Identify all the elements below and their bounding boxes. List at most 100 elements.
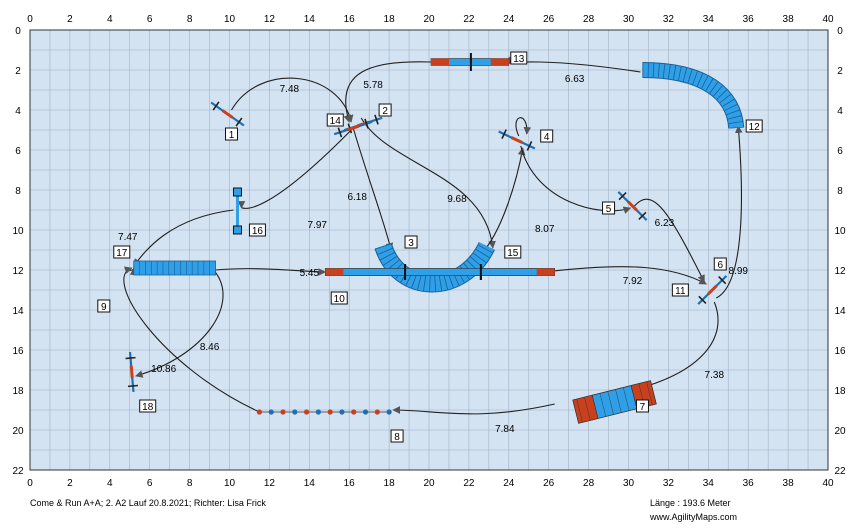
x-tick-label-top: 4	[107, 14, 113, 25]
obstacle-number-5: 5	[602, 201, 616, 215]
x-tick-label-top: 2	[67, 14, 73, 25]
number-text: 18	[142, 402, 154, 413]
y-tick-label-right: 2	[837, 66, 843, 77]
weave-obstacle-8	[256, 409, 392, 415]
aframe-slat	[584, 397, 591, 421]
number-text: 9	[101, 302, 107, 313]
y-tick-label-right: 8	[837, 186, 843, 197]
x-tick-label-bottom: 10	[224, 478, 236, 489]
x-tick-label-bottom: 38	[783, 478, 795, 489]
obstacle-number-11: 11	[671, 283, 689, 297]
path-segment	[343, 61, 432, 123]
weave-pole	[268, 409, 274, 415]
number-text: 16	[252, 226, 264, 237]
obstacle-number-7: 7	[635, 399, 649, 413]
obstacle-number-15: 15	[504, 245, 522, 259]
obstacle-number-17: 17	[113, 245, 131, 259]
x-tick-label-top: 38	[783, 14, 795, 25]
path-segment	[515, 117, 532, 137]
jump-wing	[127, 384, 139, 388]
x-tick-label-bottom: 34	[703, 478, 715, 489]
weave-pole	[327, 409, 333, 415]
jump-center	[221, 109, 234, 119]
tunnel-body	[375, 242, 495, 292]
distance-label: 6.18	[347, 192, 367, 203]
path-segment	[716, 125, 743, 299]
distance-label: 7.92	[623, 276, 643, 287]
obstacle-number-8: 8	[390, 429, 404, 443]
number-box	[602, 201, 616, 215]
weave-pole	[256, 409, 263, 415]
weave-pole	[303, 409, 310, 415]
aframe-slat	[630, 385, 638, 409]
y-tick-label-right: 18	[834, 386, 846, 397]
x-tick-label-top: 34	[703, 14, 715, 25]
y-tick-label-right: 12	[834, 266, 846, 277]
path-segment	[544, 266, 707, 285]
number-text: 14	[330, 116, 342, 127]
number-text: 8	[394, 432, 400, 443]
x-tick-label-top: 16	[344, 14, 356, 25]
jump-obstacle-5	[617, 191, 648, 221]
number-text: 3	[408, 238, 414, 249]
number-text: 17	[116, 248, 128, 259]
dogwalk-contact	[536, 268, 555, 276]
jump-obstacle-18	[125, 351, 139, 393]
dogwalk-overlay	[324, 268, 555, 276]
x-tick-label-top: 10	[224, 14, 236, 25]
weave-pole	[374, 409, 380, 415]
weave-pole	[280, 409, 286, 415]
x-tick-label-bottom: 30	[623, 478, 635, 489]
aframe-slat	[607, 391, 614, 415]
x-tick-label-bottom: 20	[423, 478, 435, 489]
number-box	[378, 103, 392, 117]
distance-label: 10.86	[151, 364, 176, 375]
obstacle-number-9: 9	[97, 299, 111, 313]
course-length: Länge : 193.6 Meter	[650, 498, 731, 508]
x-tick-label-bottom: 2	[67, 478, 73, 489]
website-link[interactable]: www.AgilityMaps.com	[650, 512, 738, 522]
x-tick-label-bottom: 4	[107, 478, 113, 489]
number-box	[671, 283, 689, 297]
x-tick-label-bottom: 36	[743, 478, 755, 489]
obstacle-number-1: 1	[224, 127, 238, 141]
course-path	[123, 56, 743, 415]
obstacle-number-18: 18	[139, 399, 157, 413]
path-segment	[360, 117, 496, 249]
path-segment	[237, 125, 356, 209]
tunnel-obstacle-17	[133, 260, 216, 276]
number-box	[139, 399, 157, 413]
distance-label: 6.23	[655, 218, 675, 229]
x-tick-label-top: 24	[503, 14, 515, 25]
x-tick-label-top: 6	[147, 14, 153, 25]
x-tick-label-bottom: 14	[304, 478, 316, 489]
number-box	[510, 51, 528, 65]
weave-pole	[386, 409, 392, 415]
number-box	[248, 223, 266, 237]
obstacle-number-12: 12	[745, 119, 763, 133]
number-box	[113, 245, 131, 259]
jump-wing	[638, 211, 647, 221]
jump-center	[510, 136, 523, 144]
tunnel-obstacle-3-15	[324, 241, 555, 293]
number-text: 2	[382, 106, 388, 117]
distance-label: 7.84	[495, 424, 515, 435]
number-box	[330, 291, 348, 305]
x-tick-label-top: 28	[583, 14, 595, 25]
dogwalk-contact	[325, 268, 344, 276]
number-text: 5	[606, 204, 612, 215]
number-text: 4	[544, 132, 550, 143]
weave-pole	[351, 409, 357, 415]
x-tick-label-top: 20	[423, 14, 435, 25]
number-box	[504, 245, 522, 259]
obstacle-number-16: 16	[248, 223, 266, 237]
path-segment	[520, 145, 632, 214]
obstacle-number-3: 3	[404, 235, 418, 249]
x-tick-label-top: 36	[743, 14, 755, 25]
jump-wing	[698, 295, 707, 305]
number-box	[635, 399, 649, 413]
distance-label: 7.48	[280, 84, 300, 95]
path-segment	[123, 266, 260, 413]
jump-wing	[526, 141, 533, 151]
distance-label: 8.46	[200, 342, 220, 353]
